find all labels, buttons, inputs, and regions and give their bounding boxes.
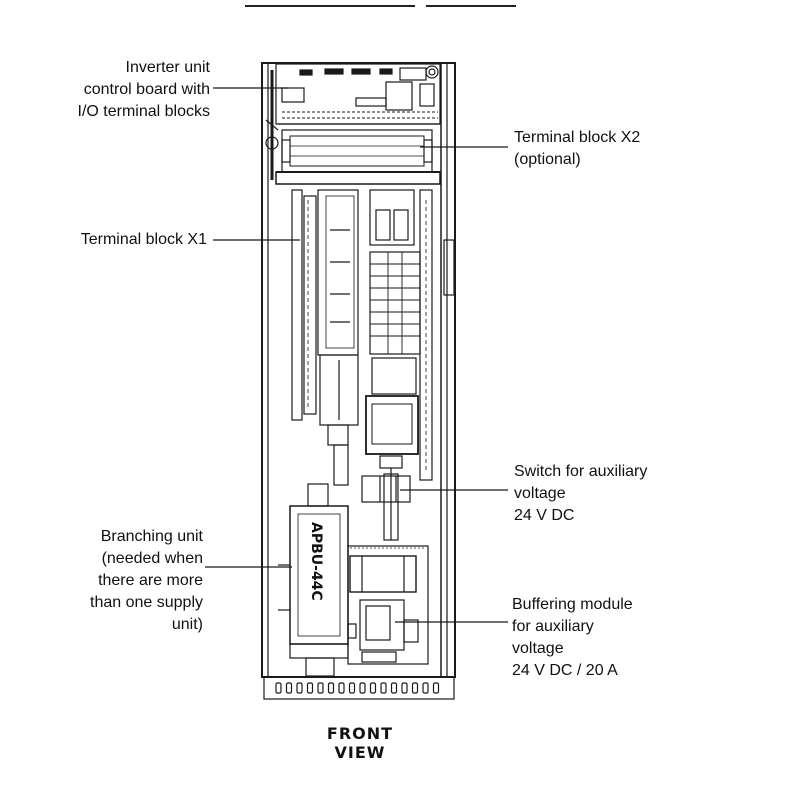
buffering-module [347,545,429,665]
vent-slot [401,682,408,694]
vent-slot [411,682,419,694]
leader-lines [205,87,508,623]
vent-slot [369,682,377,694]
vent-slot [275,682,282,694]
callout-terminal-block-x1: Terminal block X1 [80,231,207,248]
right-wiring-duct [419,189,433,481]
cropped-heading-fragment [0,0,800,8]
vent-slot [422,682,429,694]
vent-slot [348,682,356,694]
vent-slot [338,682,345,694]
view-label: FRONT VIEW [326,724,394,762]
vent-slot [306,682,314,694]
vent-slot [285,682,293,694]
callout-buffering-module: Buffering module for auxiliary voltage 2… [512,596,633,679]
terminal-block-x1 [291,189,359,486]
callout-branching-unit: Branching unit (needed when there are mo… [90,528,203,633]
callout-terminal-block-x2: Terminal block X2 (optional) [514,129,641,168]
vent-slot [359,682,366,694]
terminal-block-x2 [275,129,441,185]
callout-switch-aux-voltage: Switch for auxiliary voltage 24 V DC [514,463,648,524]
bottom-vent-grille [263,676,455,700]
vent-slot [317,682,324,694]
auxiliary-terminals [361,189,421,541]
callout-inverter-control-board: Inverter unit control board with I/O ter… [77,59,210,120]
vent-slot [296,682,303,694]
inverter-control-board [265,63,441,180]
vent-slot [327,682,335,694]
vent-slot [432,682,440,694]
vent-slot [380,682,387,694]
branching-unit-marking: APBU-44C [308,522,324,601]
vent-slot [390,682,398,694]
